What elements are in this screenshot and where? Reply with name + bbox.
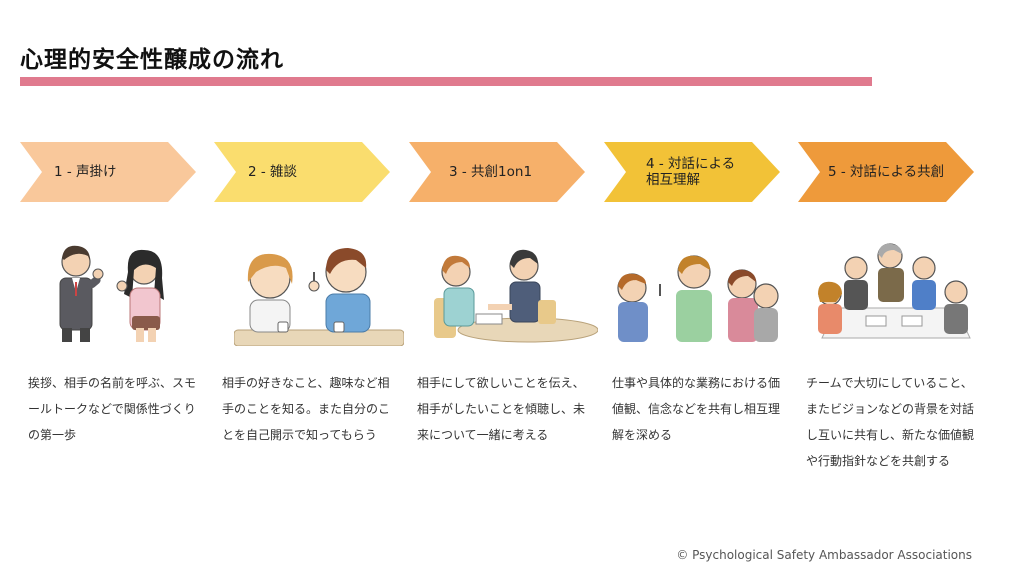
step-4-label-line2: 相互理解 (646, 172, 700, 188)
step-5-label: 5 - 対話による共創 (828, 163, 945, 180)
step-3-description: 相手にして欲しいことを伝え、相手がしたいことを傾聴し、未来について一緒に考える (417, 376, 586, 442)
step-2-description: 相手の好きなこと、趣味など相手のことを知る。また自分のことを自己開示で知ってもら… (222, 376, 391, 442)
step-3-chevron: 3 - 共創1on1 (409, 142, 585, 202)
step-1-description: 挨拶、相手の名前を呼ぶ、スモールトークなどで関係性づくりの第一歩 (28, 376, 197, 442)
step-4-description: 仕事や具体的な業務における価値観、信念などを共有し相互理解を深める (612, 376, 781, 442)
step-4-chevron: 4 - 対話による 相互理解 (604, 142, 780, 202)
greeting-people-illustration (59, 245, 164, 342)
chevron-shape (20, 142, 196, 202)
team-meeting-illustration (818, 243, 971, 339)
step-1-label: 1 - 声掛け (54, 163, 117, 180)
chevron-shape (604, 142, 780, 202)
page-title: 心理的安全性醸成の流れ (20, 47, 284, 73)
title-underline (20, 77, 872, 86)
chevron-shape (798, 142, 974, 202)
group-discussion-illustration (617, 255, 779, 342)
copyright-notice: © Psychological Safety Ambassador Associ… (676, 548, 972, 562)
step-3-label: 3 - 共創1on1 (449, 163, 533, 180)
chevron-shape (214, 142, 390, 202)
step-5-chevron: 5 - 対話による共創 (798, 142, 974, 202)
step-2-chevron: 2 - 雑談 (214, 142, 390, 202)
step-4-label: 4 - 対話による 相互理解 (646, 142, 752, 202)
chatting-people-illustration (234, 248, 404, 346)
step-1-chevron: 1 - 声掛け (20, 142, 196, 202)
chevron-shape (409, 142, 585, 202)
step-2-label: 2 - 雑談 (248, 163, 298, 180)
step-4-label-line1: 4 - 対話による (646, 155, 736, 172)
one-on-one-meeting-illustration (434, 249, 598, 343)
step-5-description: チームで大切にしていること、またビジョンなどの背景を対話し互いに共有し、新たな価… (806, 376, 975, 468)
